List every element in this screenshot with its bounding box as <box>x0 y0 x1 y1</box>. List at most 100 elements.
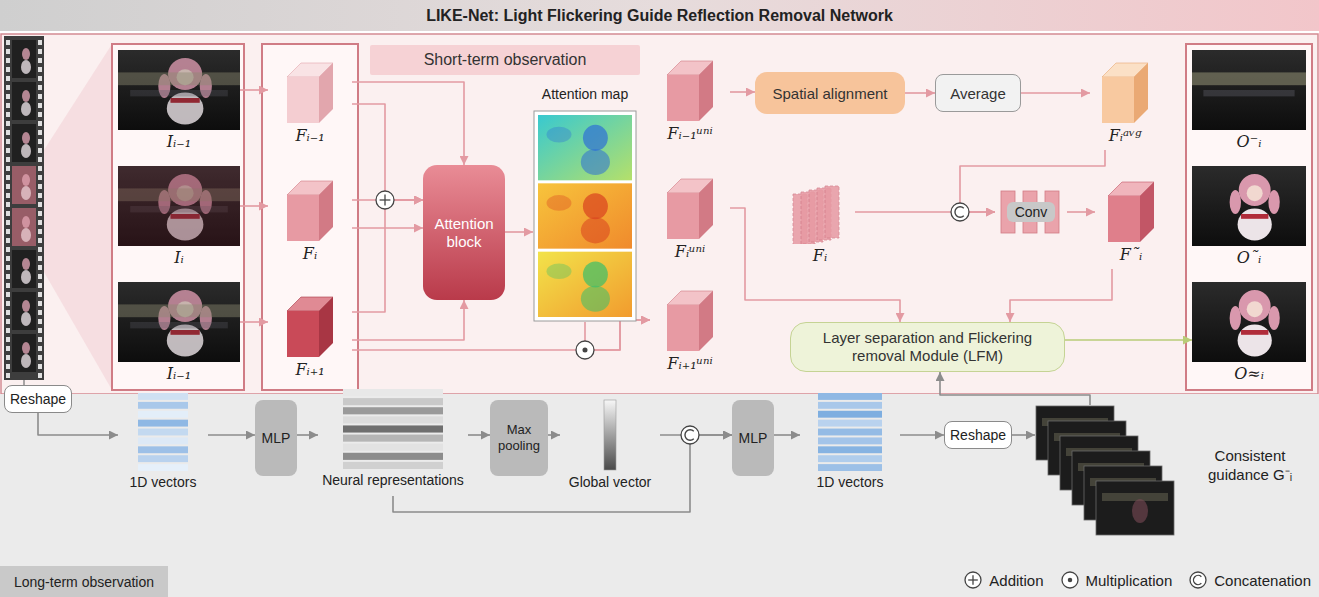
legend-item: Concatenation <box>1188 570 1311 590</box>
pooling-box: Max pooling <box>490 400 548 476</box>
map-blob <box>547 195 572 211</box>
connector <box>240 89 268 91</box>
node-picture <box>785 182 855 244</box>
vector-bar <box>138 464 188 471</box>
figure-dress <box>1238 208 1272 240</box>
output-frame: O≈ᵢ <box>1192 282 1306 386</box>
vector-bar <box>343 389 443 396</box>
vector-bar <box>138 455 188 462</box>
reflection-band <box>130 90 228 96</box>
vector-bar <box>343 425 443 432</box>
vector-bar <box>343 462 443 469</box>
sprocket-hole <box>6 130 10 135</box>
connector <box>1012 434 1035 436</box>
sprocket-hole <box>38 292 42 297</box>
photo-ground <box>118 50 240 130</box>
node-label: Iᵢ₋₁ <box>167 132 191 151</box>
cube-side <box>1140 182 1154 242</box>
sprocket-hole <box>6 283 10 288</box>
node-picture <box>118 282 240 362</box>
vector-bar <box>138 393 188 400</box>
map-blob <box>581 286 610 312</box>
film-frame <box>12 124 36 162</box>
node-label: Fᵢ <box>813 246 827 265</box>
film-frame <box>12 334 36 372</box>
guidance-stack: Consistent guidance G⁻ᵢ <box>1035 405 1305 555</box>
vector-stack: 1D vectors <box>800 392 900 496</box>
sprocket-hole <box>38 337 42 342</box>
connector <box>855 211 995 213</box>
sprocket-hole <box>38 346 42 351</box>
map-blob <box>583 193 608 219</box>
sprocket-hole <box>6 346 10 351</box>
reflection-band <box>1192 72 1306 85</box>
map-blob <box>583 261 608 287</box>
vector-bar <box>138 402 188 409</box>
node-picture <box>268 180 352 242</box>
input-column-frame <box>112 44 244 390</box>
legend: AdditionMultiplicationConcatenation <box>947 568 1311 592</box>
operator-circle <box>576 341 594 359</box>
c-mark <box>685 430 694 440</box>
vector-bar <box>818 402 882 409</box>
connector <box>38 413 118 435</box>
sprocket-hole <box>6 292 10 297</box>
node-picture <box>268 62 352 124</box>
figure-ribbon <box>1241 330 1268 335</box>
vector-bar <box>818 455 882 462</box>
sprocket-hole <box>6 112 10 117</box>
node-text: Attention block <box>429 215 499 251</box>
attention-block: Attention block <box>423 165 505 300</box>
figure <box>1230 174 1280 240</box>
sprocket-hole <box>6 337 10 342</box>
connector <box>730 91 755 93</box>
film-frame <box>12 208 36 246</box>
sprocket-hole <box>6 310 10 315</box>
cube-side <box>319 297 333 357</box>
connector <box>585 320 650 350</box>
unified-feature-cube: Fᵢᵘⁿⁱ <box>650 178 730 266</box>
vector-bar <box>343 444 443 451</box>
module-box: Layer separation and Flickering removal … <box>790 322 1065 372</box>
node-picture <box>560 398 660 472</box>
node-label: O≈ᵢ <box>1234 364 1264 383</box>
sprocket-hole <box>6 67 10 72</box>
film-figure <box>21 354 31 368</box>
sprocket-hole <box>6 148 10 153</box>
title-bar <box>0 0 1319 31</box>
figure-face <box>1247 185 1263 201</box>
sprocket-hole <box>38 49 42 54</box>
sprocket-hole <box>38 76 42 81</box>
sprocket-hole <box>38 283 42 288</box>
c-mark <box>955 207 964 217</box>
node-picture <box>118 392 208 472</box>
sprocket-hole <box>6 175 10 180</box>
node-picture <box>1090 62 1160 124</box>
film-figure <box>21 60 31 74</box>
photo-ground <box>118 282 240 362</box>
node-text: Reshape <box>950 427 1006 443</box>
connector <box>905 92 935 94</box>
node-label: Consistent guidance G⁻ᵢ <box>1195 447 1305 484</box>
vector-stack: 1D vectors <box>118 392 208 496</box>
sprocket-hole <box>38 67 42 72</box>
node-label: Fᵢᵘⁿⁱ <box>675 242 705 261</box>
node-text: MLP <box>739 430 768 446</box>
figure-ribbon <box>1241 214 1268 219</box>
representation-stack: Neural representations <box>318 388 468 496</box>
operator-circle <box>376 191 394 209</box>
sprocket-hole <box>38 364 42 369</box>
sprocket-hole <box>6 373 10 378</box>
vector-bar <box>343 398 443 405</box>
input-frame: Iᵢ₋₁ <box>118 282 240 386</box>
node-text: Spatial alignment <box>772 85 887 102</box>
node-picture <box>650 290 730 352</box>
sprocket-hole <box>38 301 42 306</box>
title-text: LIKE-Net: Light Flickering Guide Reflect… <box>0 0 1319 31</box>
selection-band <box>44 44 112 390</box>
mlp-box: MLP <box>255 400 297 476</box>
node-picture <box>118 166 240 246</box>
sprocket-hole <box>6 121 10 126</box>
sprocket-hole <box>38 202 42 207</box>
reflection-band <box>130 322 228 328</box>
